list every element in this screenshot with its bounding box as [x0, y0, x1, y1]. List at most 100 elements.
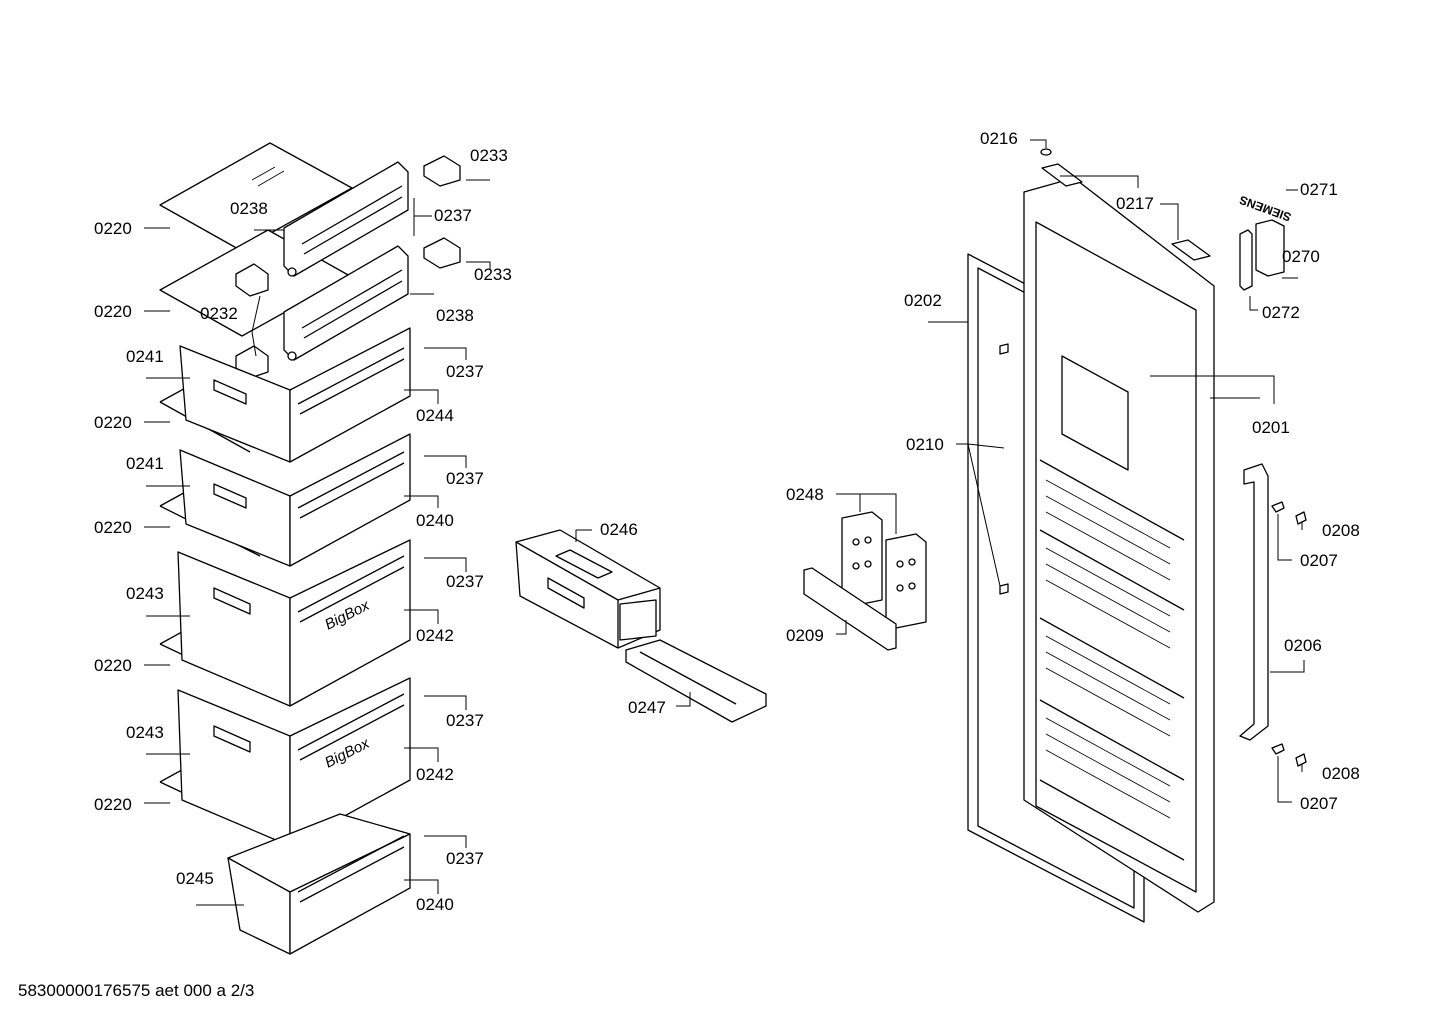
label-0237: 0237: [446, 362, 484, 381]
label-0245: 0245: [176, 869, 214, 888]
drawer-side: [289, 327, 411, 463]
label-0240: 0240: [416, 895, 454, 914]
drawer: [179, 449, 291, 567]
label-0220: 0220: [94, 302, 132, 321]
drawer-grip: [213, 379, 247, 405]
drawer-handle: [297, 835, 405, 903]
label-0202: 0202: [904, 291, 942, 310]
label-0237: 0237: [446, 572, 484, 591]
cold-pack-dot: [908, 558, 916, 566]
flap-handle: [301, 185, 403, 255]
flap-handle: [301, 269, 403, 339]
label-0207: 0207: [1300, 794, 1338, 813]
label-0238: 0238: [436, 306, 474, 325]
drawer-handle: [297, 693, 405, 761]
label-0241: 0241: [126, 454, 164, 473]
label-0248: 0248: [786, 485, 824, 504]
siemens-logo: SIEMENS: [1237, 193, 1293, 225]
hinge-clip: [235, 263, 269, 297]
ice-box-assembly: [515, 529, 767, 723]
cold-pack-dot: [852, 562, 860, 570]
glass-shelf-reflection: [251, 166, 285, 187]
drawer-side: [289, 433, 411, 567]
label-0237: 0237: [434, 206, 472, 225]
label-0237: 0237: [446, 849, 484, 868]
drawer-handle: [297, 555, 405, 623]
leader-lines-packs: [836, 493, 897, 635]
display-cover: [1239, 229, 1253, 291]
label-0216: 0216: [980, 129, 1018, 148]
part-labels: 0220 0238 0233 0237 0233 0220 0232 0238 …: [94, 129, 1360, 914]
label-0243: 0243: [126, 723, 164, 742]
label-0240: 0240: [416, 511, 454, 530]
label-0209: 0209: [786, 626, 824, 645]
cold-pack-dot: [896, 560, 904, 568]
label-0238: 0238: [230, 199, 268, 218]
label-0241: 0241: [126, 347, 164, 366]
label-0206: 0206: [1284, 636, 1322, 655]
cap: [1040, 148, 1052, 156]
door-assembly: SIEMENS: [967, 148, 1307, 923]
label-0243: 0243: [126, 584, 164, 603]
label-0220: 0220: [94, 656, 132, 675]
drawer-grip: [213, 725, 251, 753]
label-0207: 0207: [1300, 551, 1338, 570]
cold-pack: [885, 533, 927, 629]
flap-hinge: [287, 267, 297, 277]
ice-box-grip: [547, 577, 585, 609]
cold-pack-dot: [864, 560, 872, 568]
label-0220: 0220: [94, 795, 132, 814]
top-cover: [1171, 239, 1211, 261]
flap-hinge: [287, 351, 297, 361]
label-0244: 0244: [416, 406, 454, 425]
label-0271: 0271: [1300, 180, 1338, 199]
drawer-handle: [297, 451, 405, 519]
drawer: [179, 345, 291, 463]
label-0233: 0233: [470, 146, 508, 165]
label-0247: 0247: [628, 698, 666, 717]
label-0237: 0237: [446, 711, 484, 730]
bigbox-drawer-side: [289, 539, 411, 707]
display-module: [1255, 219, 1285, 277]
drawer-handle: [297, 347, 405, 415]
bigbox-drawer: [177, 551, 291, 707]
label-0210: 0210: [906, 435, 944, 454]
bigbox-drawer: [177, 689, 291, 847]
door-rib: [1045, 479, 1171, 819]
screw: [999, 583, 1009, 595]
ice-tray-inner: [639, 651, 737, 705]
leader-lines-left: [144, 179, 491, 906]
ice-box-window: [555, 549, 613, 579]
top-cover: [1041, 163, 1083, 187]
cold-pack-tray: [803, 567, 897, 651]
label-0208: 0208: [1322, 521, 1360, 540]
label-0237: 0237: [446, 469, 484, 488]
label-0272: 0272: [1262, 303, 1300, 322]
ice-box-end: [619, 599, 657, 641]
drawer-stack: BigBox BigBox: [159, 142, 461, 955]
label-0220: 0220: [94, 413, 132, 432]
label-0233: 0233: [474, 265, 512, 284]
screw-cap: [1295, 753, 1307, 767]
cold-pack-dot: [864, 536, 872, 544]
door-frame: [1023, 177, 1215, 913]
label-0217: 0217: [1116, 194, 1154, 213]
drawer-grip: [213, 587, 251, 615]
cold-pack-dot: [852, 538, 860, 546]
label-0246: 0246: [600, 520, 638, 539]
cold-pack-dot: [908, 582, 916, 590]
screw: [999, 343, 1009, 355]
label-0220: 0220: [94, 219, 132, 238]
label-0232: 0232: [200, 304, 238, 323]
door-shelf: [1039, 459, 1185, 861]
hinge-clip: [423, 155, 461, 187]
label-0208: 0208: [1322, 764, 1360, 783]
door-inner-panel: [1035, 221, 1197, 893]
cold-packs: [803, 511, 927, 651]
label-0201: 0201: [1252, 418, 1290, 437]
label-0270: 0270: [1282, 247, 1320, 266]
leader-lines-right: [928, 139, 1305, 803]
handle-screw: [1271, 743, 1285, 755]
cold-pack-dot: [896, 584, 904, 592]
